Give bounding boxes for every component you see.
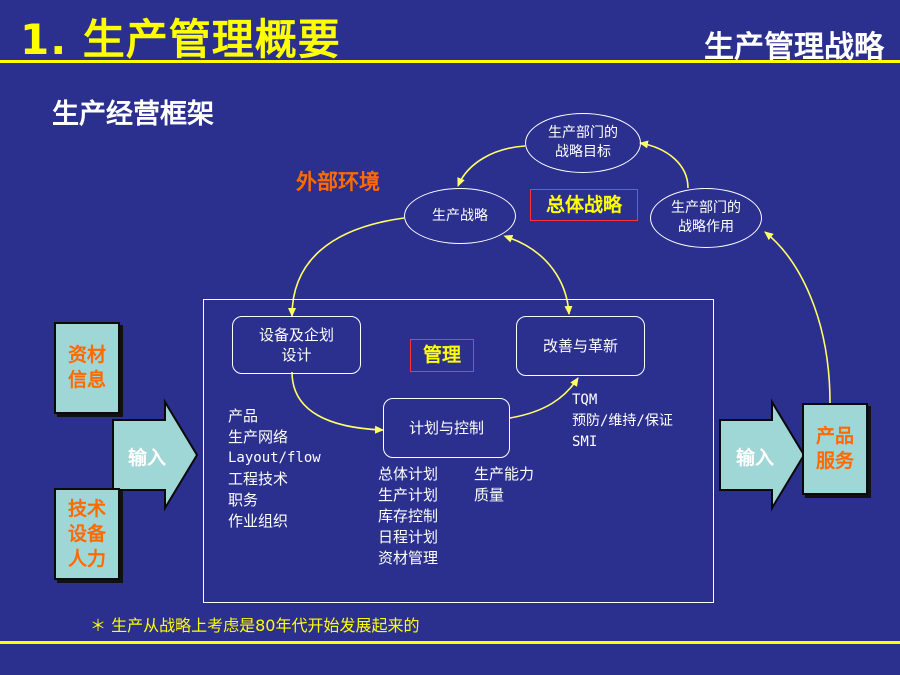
- connector-strategy-improvement: [503, 234, 573, 315]
- list-item: 生产网络: [228, 428, 289, 446]
- input-arrow-left-shape: [112, 398, 199, 512]
- list-item: SMI: [572, 434, 598, 450]
- input-arrow-right-shape: [719, 398, 806, 512]
- list-item: 日程计划: [378, 528, 439, 546]
- connector-role-to-goal: [639, 140, 689, 189]
- connector-output-to-role: [764, 231, 831, 404]
- footnote: ＊ 生产从战略上考虑是80年代开始发展起来的: [90, 616, 420, 635]
- list-item: 生产能力: [474, 465, 535, 483]
- node-dept-strategic-goal: 生产部门的 战略目标: [525, 113, 641, 173]
- list-item: 生产计划: [378, 486, 439, 504]
- product-service-box: 产品 服务: [802, 403, 868, 495]
- management-frame: [203, 299, 714, 603]
- list-item: 作业组织: [228, 512, 289, 530]
- design-items-list: 产品 生产网络 Layout/flow 工程技术 职务 作业组织: [228, 406, 321, 532]
- section-title: 生产管理战略: [704, 30, 884, 65]
- external-environment-label: 外部环境: [296, 170, 380, 194]
- list-item: Layout/flow: [228, 450, 321, 466]
- overall-strategy-label: 总体战略: [530, 189, 638, 221]
- node-equipment-planning-design: 设备及企划 设计: [232, 316, 361, 374]
- improvement-items-list: TQM 预防/维持/保证 SMI: [572, 390, 673, 453]
- list-item: 预防/维持/保证: [572, 413, 673, 429]
- materials-info-box: 资材 信息: [54, 322, 120, 414]
- management-label: 管理: [410, 339, 474, 372]
- list-item: 工程技术: [228, 470, 289, 488]
- node-production-strategy: 生产战略: [404, 188, 516, 244]
- slide-subtitle: 生产经营框架: [52, 99, 214, 130]
- node-dept-strategic-role: 生产部门的 战略作用: [650, 188, 762, 248]
- plan-items-left-list: 总体计划 生产计划 库存控制 日程计划 资材管理: [378, 464, 438, 569]
- node-improvement-innovation: 改善与革新: [516, 316, 645, 376]
- page-title: 1. 生产管理概要: [20, 15, 341, 64]
- input-arrow-right-label: 输入: [736, 447, 775, 469]
- tech-equipment-labor-box: 技术 设备 人力: [54, 488, 120, 580]
- list-item: TQM: [572, 392, 598, 408]
- connector-strategy-to-design: [288, 217, 405, 317]
- connector-goal-to-strategy: [457, 145, 526, 187]
- input-arrow-left-label: 输入: [128, 447, 167, 469]
- list-item: 产品: [228, 407, 259, 425]
- list-item: 总体计划: [378, 465, 439, 483]
- plan-items-right-list: 生产能力 质量: [474, 464, 534, 506]
- list-item: 库存控制: [378, 507, 439, 525]
- list-item: 资材管理: [378, 549, 439, 567]
- footer-divider: [0, 641, 900, 644]
- node-planning-control: 计划与控制: [383, 398, 510, 458]
- connector-plan-to-improvement: [509, 377, 579, 419]
- connector-design-to-plan: [291, 371, 384, 434]
- list-item: 职务: [228, 491, 259, 509]
- header-divider: [0, 60, 900, 63]
- list-item: 质量: [474, 486, 505, 504]
